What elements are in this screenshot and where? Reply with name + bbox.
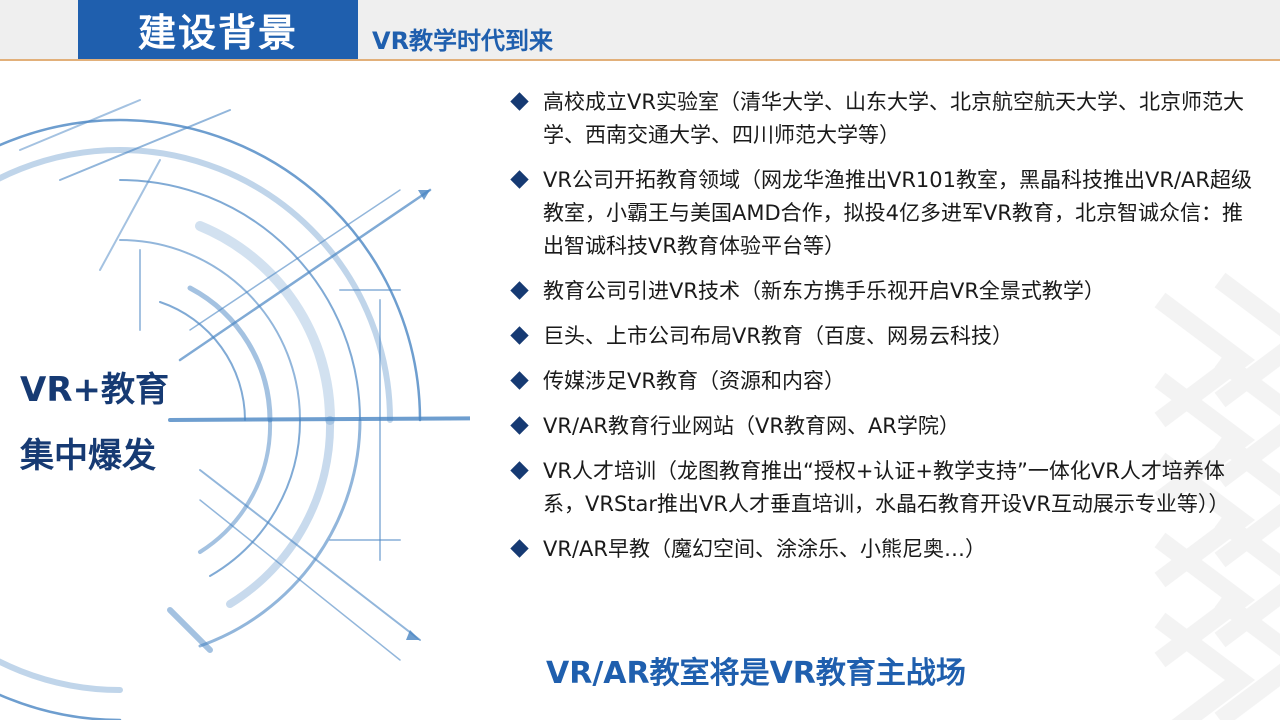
list-item: 传媒涉足VR教育（资源和内容） (510, 365, 1263, 398)
headline-line-2: 集中爆发 (20, 436, 156, 476)
diamond-bullet-icon (510, 416, 529, 435)
section-subtitle: VR教学时代到来 (372, 26, 554, 55)
diamond-bullet-icon (510, 326, 529, 345)
tech-circle-illustration (0, 99, 470, 720)
section-title: 建设背景 (78, 0, 358, 59)
list-item: 教育公司引进VR技术（新东方携手乐视开启VR全景式教学） (510, 275, 1263, 308)
diamond-bullet-icon (510, 281, 529, 300)
list-item: 巨头、上市公司布局VR教育（百度、网易云科技） (510, 320, 1263, 353)
diamond-bullet-icon (510, 461, 529, 480)
diamond-bullet-icon (510, 92, 529, 111)
list-item: VR/AR早教（魔幻空间、涂涂乐、小熊尼奥…） (510, 533, 1263, 566)
list-item: VR人才培训（龙图教育推出“授权+认证+教学支持”一体化VR人才培养体系，VRS… (510, 455, 1263, 521)
header-divider (0, 59, 1280, 61)
diamond-bullet-icon (510, 170, 529, 189)
diamond-bullet-icon (510, 539, 529, 558)
diamond-bullet-icon (510, 371, 529, 390)
list-item: VR/AR教育行业网站（VR教育网、AR学院） (510, 410, 1263, 443)
trend-list: 高校成立VR实验室（清华大学、山东大学、北京航空航天大学、北京师范大学、西南交通… (510, 86, 1263, 578)
list-item: 高校成立VR实验室（清华大学、山东大学、北京航空航天大学、北京师范大学、西南交通… (510, 86, 1263, 152)
list-item: VR公司开拓教育领域（网龙华渔推出VR101教室，黑晶科技推出VR/AR超级教室… (510, 164, 1263, 263)
conclusion-text: VR/AR教室将是VR教育主战场 (546, 656, 966, 691)
headline-line-1: VR+教育 (20, 370, 169, 410)
